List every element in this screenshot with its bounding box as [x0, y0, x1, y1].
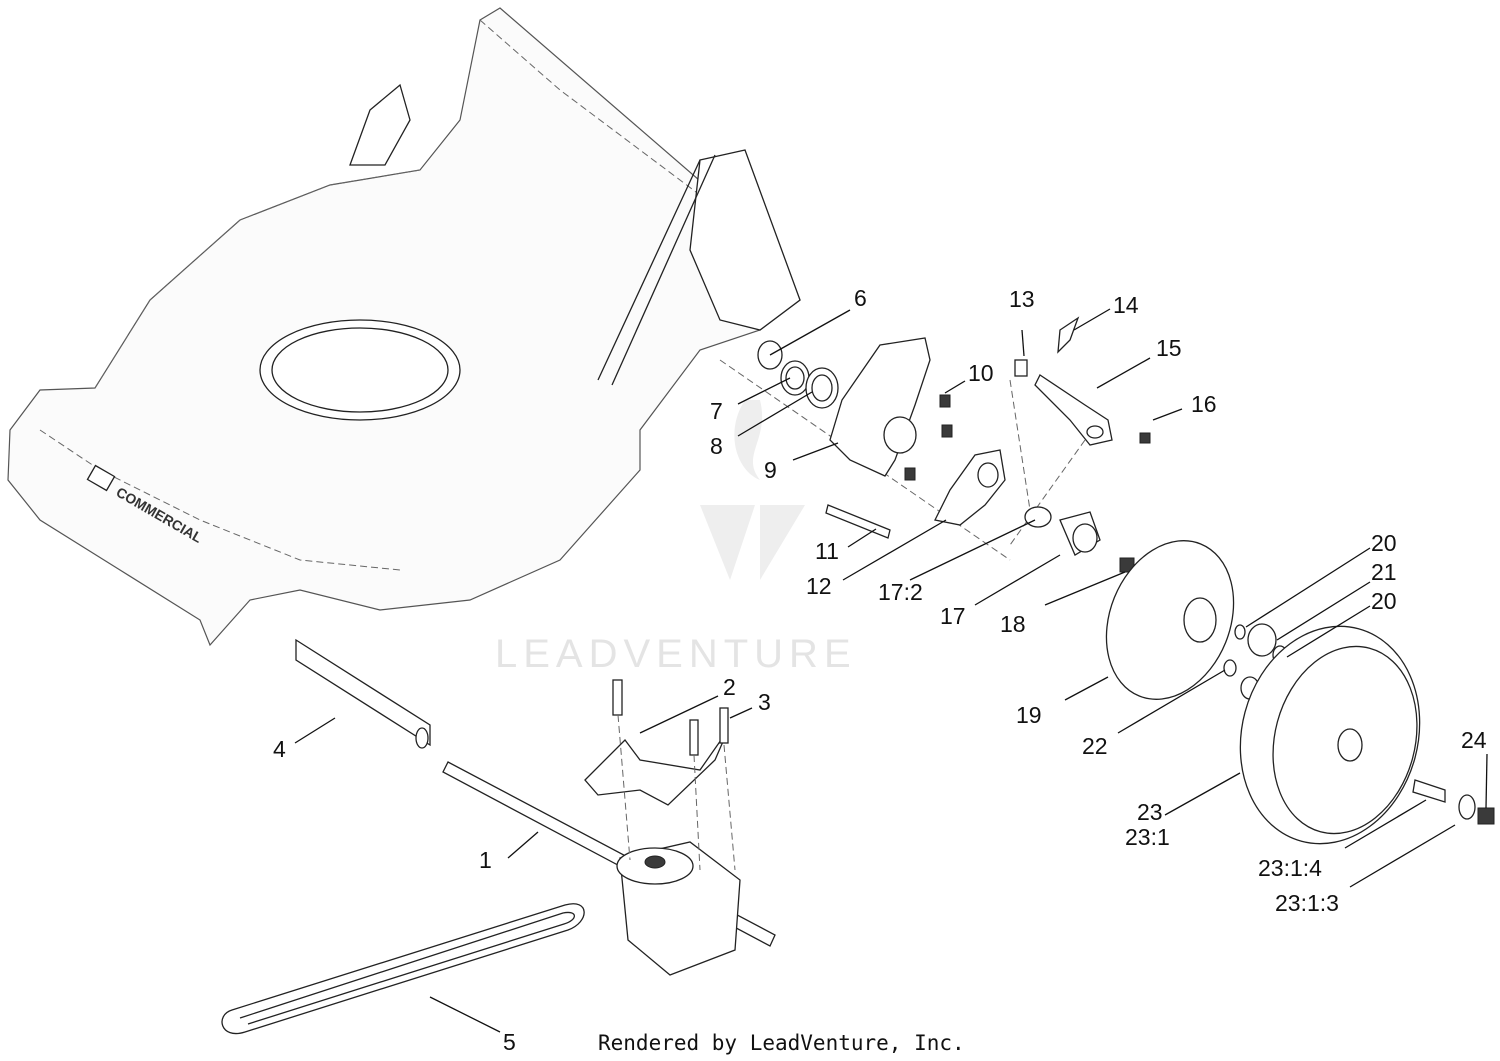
- mower-deck-housing: COMMERCIAL: [7, 7, 801, 647]
- watermark-text: LEADVENTURE: [495, 632, 857, 676]
- callout-3: 3: [758, 689, 771, 715]
- pivot-arm: [934, 449, 1006, 526]
- callout-6: 6: [854, 285, 867, 311]
- callout-1: 1: [479, 847, 492, 873]
- callout-23: 23: [1137, 799, 1163, 825]
- callout-14: 14: [1113, 292, 1139, 318]
- callout-labels: 1 2 3 4 5 6 7 8 9 10 11 12 13 14 15 16 1…: [273, 285, 1487, 1055]
- callout-11: 11: [815, 538, 839, 564]
- height-latch: [1009, 316, 1151, 546]
- wheel-shield: [1105, 540, 1235, 700]
- transmission: [616, 841, 741, 976]
- pivot-bolt: [825, 504, 891, 539]
- callout-22: 22: [1082, 733, 1108, 759]
- callout-12: 12: [806, 573, 832, 599]
- height-adjust-plate: [829, 337, 953, 481]
- callout-2: 2: [723, 674, 736, 700]
- callout-21: 21: [1371, 559, 1397, 585]
- callout-9: 9: [764, 457, 777, 483]
- callout-5: 5: [503, 1029, 516, 1055]
- callout-7: 7: [710, 398, 723, 424]
- callout-17-2: 17:2: [878, 579, 923, 605]
- footer-credit: Rendered by LeadVenture, Inc.: [598, 1031, 965, 1055]
- mount-bracket: [584, 679, 736, 871]
- watermark: LEADVENTURE: [495, 400, 857, 676]
- callout-4: 4: [273, 736, 286, 762]
- drive-belt: [221, 903, 585, 1035]
- callout-24: 24: [1461, 727, 1487, 753]
- rear-wheel: [1239, 625, 1421, 845]
- callout-23-1-3: 23:1:3: [1275, 890, 1339, 916]
- rear-baffle: [295, 638, 431, 749]
- callout-10: 10: [968, 360, 994, 386]
- callout-8: 8: [710, 433, 723, 459]
- callout-19: 19: [1016, 702, 1042, 728]
- bushings: [719, 340, 1011, 561]
- callout-13: 13: [1009, 286, 1035, 312]
- callout-23-1-4: 23:1:4: [1258, 855, 1322, 881]
- callout-15: 15: [1156, 335, 1182, 361]
- callout-20-b: 20: [1371, 588, 1397, 614]
- callout-20-a: 20: [1371, 530, 1397, 556]
- callout-18: 18: [1000, 611, 1026, 637]
- callout-leaders: [294, 308, 1488, 1033]
- wheel-pinion: [1024, 506, 1135, 573]
- callout-23-1: 23:1: [1125, 824, 1170, 850]
- callout-16: 16: [1191, 391, 1217, 417]
- wheel-hardware: [1412, 779, 1495, 825]
- callout-17: 17: [940, 603, 966, 629]
